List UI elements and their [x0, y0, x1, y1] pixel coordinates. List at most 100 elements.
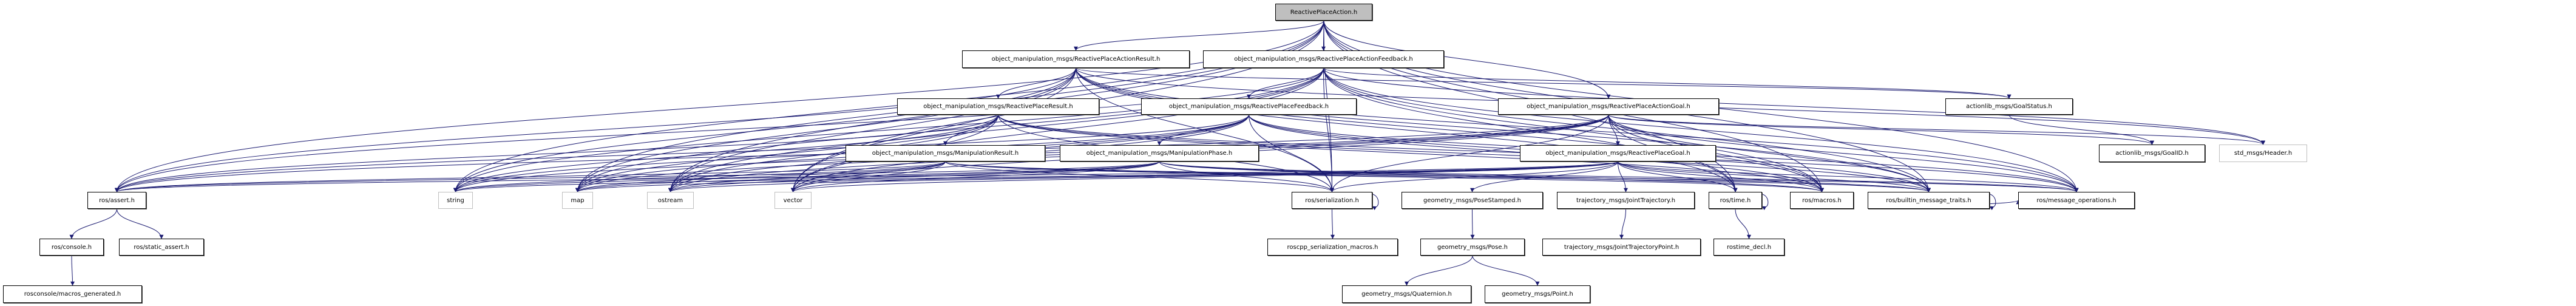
edge-manipresult-to-msgops [945, 161, 2079, 192]
node-header[interactable]: std_msgs/Header.h [2219, 144, 2307, 162]
edge-assert-to-console [69, 208, 117, 239]
edge-placegoal-to-macros [1618, 161, 1824, 192]
node-static-assert[interactable]: ros/static_assert.h [119, 239, 204, 256]
edge-actionfeedback-to-ostream [668, 67, 1324, 192]
edge-actionresult-to-assert [115, 67, 1076, 192]
node-label: object_manipulation_msgs/ManipulationRes… [872, 150, 1019, 157]
edge-placegoal-to-map [575, 161, 1618, 192]
node-placegoal[interactable]: object_manipulation_msgs/ReactivePlaceGo… [1520, 145, 1716, 162]
node-label: object_manipulation_msgs/ReactivePlaceRe… [923, 103, 1073, 110]
node-sermacros[interactable]: roscpp_serialization_macros.h [1267, 239, 1398, 256]
edge-placegoal-to-jointtraj [1618, 161, 1628, 192]
edge-actionresult-to-string [453, 67, 1076, 192]
node-placeresult[interactable]: object_manipulation_msgs/ReactivePlaceRe… [897, 98, 1099, 115]
edge-manipresult-to-assert [115, 161, 946, 192]
node-traits[interactable]: ros/builtin_message_traits.h [1868, 192, 1990, 209]
node-serialization[interactable]: ros/serialization.h [1292, 192, 1372, 209]
edge-actionresult-to-macros [1076, 67, 1824, 192]
node-label: trajectory_msgs/JointTrajectoryPoint.h [1564, 243, 1679, 251]
node-pose[interactable]: geometry_msgs/Pose.h [1420, 239, 1525, 256]
edge-actiongoal-to-header [1608, 114, 2265, 145]
node-ostream[interactable]: ostream [647, 192, 694, 209]
node-jtpoint[interactable]: trajectory_msgs/JointTrajectoryPoint.h [1542, 239, 1701, 256]
edge-actionfeedback-to-map [575, 67, 1324, 192]
edge-actionresult-to-map [575, 67, 1076, 192]
edge-manipresult-to-string [453, 161, 946, 192]
node-label: trajectory_msgs/JointTrajectory.h [1576, 197, 1676, 204]
edge-actionfeedback-to-header [1323, 67, 2265, 145]
node-label: ros/console.h [51, 243, 92, 251]
node-quaternion[interactable]: geometry_msgs/Quaternion.h [1342, 285, 1471, 303]
node-label: object_manipulation_msgs/ReactivePlaceGo… [1545, 150, 1690, 157]
node-jointtraj[interactable]: trajectory_msgs/JointTrajectory.h [1557, 192, 1695, 209]
node-msgops[interactable]: ros/message_operations.h [2018, 192, 2135, 209]
node-point[interactable]: geometry_msgs/Point.h [1485, 285, 1590, 303]
node-label: geometry_msgs/PoseStamped.h [1423, 197, 1521, 204]
node-macros-gen[interactable]: rosconsole/macros_generated.h [3, 285, 142, 303]
node-label: actionlib_msgs/GoalStatus.h [1966, 103, 2052, 110]
edge-manipphase-to-assert [115, 161, 1160, 192]
node-label: ros/serialization.h [1305, 197, 1359, 204]
edge-manipphase-to-vector [791, 161, 1160, 192]
edge-placegoal-to-posestamped [1470, 161, 1618, 192]
edge-actionresult-to-traits [1076, 67, 1931, 192]
node-goalid[interactable]: actionlib_msgs/GoalID.h [2099, 144, 2205, 162]
edge-pose-to-quaternion [1405, 255, 1473, 286]
node-manipresult[interactable]: object_manipulation_msgs/ManipulationRes… [846, 145, 1045, 162]
node-label: rostime_decl.h [1726, 243, 1772, 251]
node-label: object_manipulation_msgs/ReactivePlaceAc… [1234, 56, 1413, 63]
edge-actionfeedback-to-goalstatus [1323, 67, 2012, 99]
edge-actionfeedback-to-string [453, 67, 1324, 192]
node-label: ros/macros.h [1802, 197, 1842, 204]
edge-placegoal-to-time [1618, 161, 1738, 192]
edge-placeresult-to-ostream [668, 114, 998, 192]
node-vector[interactable]: vector [774, 192, 812, 209]
node-label: geometry_msgs/Point.h [1502, 291, 1573, 298]
edge-manipphase-to-msgops [1159, 161, 2079, 192]
node-actionresult[interactable]: object_manipulation_msgs/ReactivePlaceAc… [962, 50, 1190, 68]
edge-actionfeedback-to-macros [1323, 67, 1824, 192]
edge-actionfeedback-to-time [1323, 67, 1738, 192]
node-actionfeedback[interactable]: object_manipulation_msgs/ReactivePlaceAc… [1203, 50, 1444, 68]
node-map[interactable]: map [562, 192, 593, 209]
edge-actionfeedback-to-msgops [1323, 67, 2079, 192]
node-manipphase[interactable]: object_manipulation_msgs/ManipulationPha… [1060, 145, 1259, 162]
edge-actionfeedback-to-placefeedback [1247, 67, 1324, 99]
node-placefeedback[interactable]: object_manipulation_msgs/ReactivePlaceFe… [1141, 98, 1357, 115]
node-macros[interactable]: ros/macros.h [1790, 192, 1854, 209]
edge-placegoal-to-vector [791, 161, 1618, 192]
edge-actiongoal-to-msgops [1608, 114, 2079, 192]
node-posestamped[interactable]: geometry_msgs/PoseStamped.h [1402, 192, 1543, 209]
edge-actionfeedback-to-assert [115, 67, 1324, 192]
edge-manipphase-to-macros [1159, 161, 1824, 192]
edge-placegoal-to-ostream [668, 161, 1618, 192]
edge-manipphase-to-string [453, 161, 1160, 192]
edge-placegoal-to-string [453, 161, 1618, 192]
edge-actionresult-to-goalstatus [1076, 67, 2012, 99]
node-assert[interactable]: ros/assert.h [87, 192, 146, 209]
node-root[interactable]: ReactivePlaceAction.h [1275, 4, 1372, 21]
edge-actionresult-to-msgops [1076, 67, 2079, 192]
edge-manipresult-to-traits [945, 161, 1931, 192]
node-actiongoal[interactable]: object_manipulation_msgs/ReactivePlaceAc… [1498, 98, 1719, 115]
node-label: roscpp_serialization_macros.h [1287, 243, 1378, 251]
edge-placegoal-to-traits [1618, 161, 1931, 192]
node-string[interactable]: string [438, 192, 473, 209]
edge-assert-to-static_assert [117, 208, 164, 239]
node-rostime-decl[interactable]: rostime_decl.h [1713, 239, 1785, 256]
node-console[interactable]: ros/console.h [39, 239, 104, 256]
edge-console-to-macros_gen [70, 255, 75, 286]
node-time[interactable]: ros/time.h [1709, 192, 1762, 209]
edge-manipresult-to-macros [945, 161, 1824, 192]
node-label: rosconsole/macros_generated.h [24, 291, 121, 298]
edge-placegoal-to-msgops [1618, 161, 2079, 192]
node-label: std_msgs/Header.h [2234, 150, 2293, 157]
edge-actionresult-to-placeresult [996, 67, 1076, 99]
node-goalstatus[interactable]: actionlib_msgs/GoalStatus.h [1945, 98, 2073, 115]
node-label: ReactivePlaceAction.h [1290, 8, 1358, 16]
node-label: string [447, 197, 464, 204]
edge-serialization-to-sermacros [1330, 208, 1335, 239]
node-label: actionlib_msgs/GoalID.h [2115, 150, 2189, 157]
edge-placegoal-to-serialization [1330, 161, 1618, 192]
edge-goalstatus-to-goalid [2008, 114, 2154, 145]
